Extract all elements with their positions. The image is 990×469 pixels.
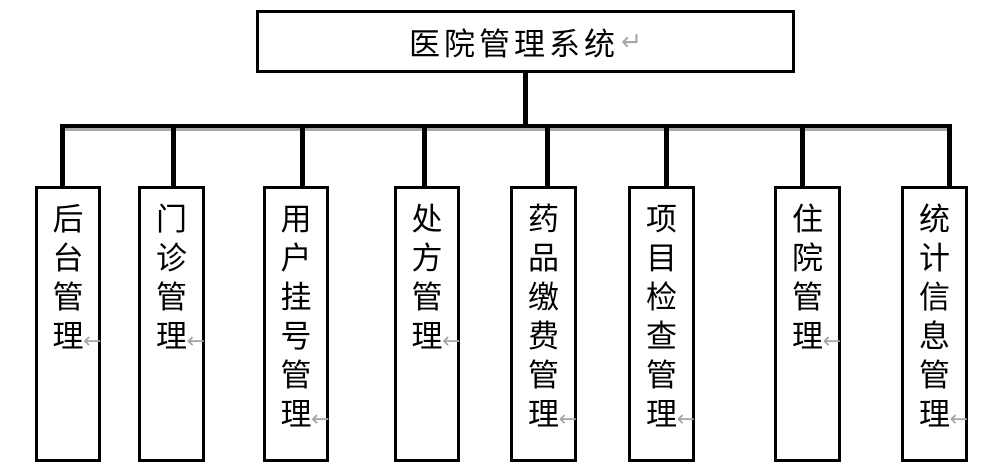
connector-drop-3	[300, 124, 305, 186]
connector-drop-2	[171, 124, 176, 186]
child-node-label: 药品缴费管理	[528, 202, 559, 432]
line-break-mark: ←	[311, 407, 330, 432]
child-node-prescription-management: 处方管理←	[394, 186, 461, 462]
child-node-label: 统计信息管理	[919, 202, 950, 432]
line-break-mark: ←	[676, 407, 695, 432]
child-node-backend-management: 后台管理←	[35, 186, 102, 462]
child-node-user-registration-management: 用户挂号管理←	[263, 186, 330, 462]
child-node-inpatient-management: 住院管理←	[774, 186, 841, 462]
paragraph-return-mark: ↵	[621, 27, 642, 56]
line-break-mark: ←	[949, 407, 968, 432]
child-node-outpatient-management: 门诊管理←	[138, 186, 205, 462]
connector-drop-8	[947, 124, 952, 186]
line-break-mark: ←	[822, 329, 841, 354]
line-break-mark: ←	[442, 329, 461, 354]
child-node-label: 门诊管理	[156, 202, 187, 354]
line-break-mark: ←	[186, 329, 205, 354]
child-node-item-examination-management: 项目检查管理←	[628, 186, 695, 462]
connector-horizontal-bus	[60, 124, 952, 131]
line-break-mark: ←	[83, 329, 102, 354]
connector-drop-1	[60, 124, 65, 186]
child-node-label: 用户挂号管理	[280, 202, 312, 432]
root-node-hospital-management-system: 医院管理系统↵	[256, 10, 795, 73]
child-node-label: 住院管理	[792, 202, 823, 354]
child-node-label: 项目检查管理	[646, 202, 677, 432]
child-node-statistics-information-management: 统计信息管理←	[901, 186, 968, 462]
connector-stem	[523, 72, 528, 126]
child-node-label: 处方管理	[411, 202, 443, 354]
connector-drop-4	[422, 124, 427, 186]
connector-drop-5	[545, 124, 550, 186]
connector-drop-7	[800, 124, 805, 186]
child-node-label: 后台管理	[52, 202, 84, 354]
connector-drop-6	[664, 124, 669, 186]
root-node-label: 医院管理系统	[409, 27, 620, 62]
child-node-drug-payment-management: 药品缴费管理←	[510, 186, 577, 462]
line-break-mark: ←	[558, 407, 577, 432]
